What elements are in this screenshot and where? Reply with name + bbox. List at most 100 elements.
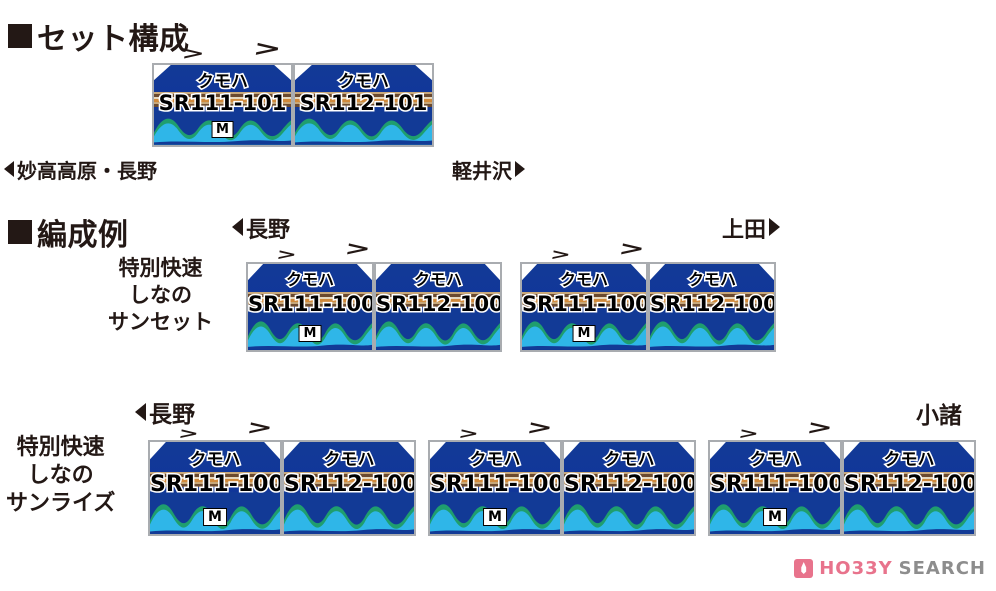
car-type-label: クモハ [686,268,737,290]
set-left-label: 妙高高原・長野 [17,159,157,183]
set-row-right-destination: 軽井沢 [452,155,525,184]
square-bullet-icon [8,24,32,49]
car-type-label: クモハ [748,448,802,471]
train-name-line: しなの [27,463,94,489]
car-stripe-band [522,292,646,307]
formation-left-label: 長野 [246,218,291,243]
car-stripe-band [248,292,372,307]
train-name-line: 特別快速 [118,256,203,280]
motor-badge: M [211,121,234,138]
pantograph-arrow-icon: > [456,424,481,443]
pantograph-arrow-icon: > [176,424,201,443]
car-number-label: SR111-100 [710,470,842,498]
car-type-label: クモハ [602,448,656,471]
car-type-label: クモハ [336,70,390,93]
hobby-search-watermark: HO33Y SEARCH [794,558,986,579]
motor-badge: M [203,508,227,526]
section-title-set-composition: セット構成 [37,22,190,57]
car-type-label: クモハ [412,268,463,290]
car-wave-graphic [295,108,432,145]
car-stripe-band [710,472,840,487]
car-type-label: クモハ [468,448,522,471]
car-type-label: クモハ [882,448,936,471]
flame-logo-icon [794,559,814,578]
train-name-line: サンライズ [6,491,116,517]
triangle-left-icon [232,218,243,237]
pantograph-arrow-icon: > [274,245,299,264]
watermark-suffix: SEARCH [898,558,986,579]
train-name-caption: 特別快速しなのサンライズ [6,434,115,518]
car-number-label: SR111-100 [430,470,562,498]
train-name-caption: 特別快速しなのサンセット [108,255,213,336]
formation-left-label: 長野 [149,402,195,428]
car-wave-graphic [376,310,500,350]
set-right-label: 軽井沢 [452,159,512,183]
section-title-formation-example: 編成例 [37,218,129,253]
car-number-label: SR111-100 [248,290,374,317]
car-wave-graphic [650,310,774,350]
formation-right-destination: 上田 [722,212,781,244]
car-stripe-band [295,92,432,107]
watermark-brand: HO33Y [819,558,893,579]
square-bullet-icon [8,220,32,245]
car-number-label: SR112-100 [564,470,696,498]
pantograph-arrow-icon: > [251,36,284,61]
motor-badge: M [483,508,507,526]
car-stripe-band [650,292,774,307]
car-type-label: クモハ [188,448,242,471]
set-row-left-destination: 妙高高原・長野 [4,155,157,184]
train-name-line: 特別快速 [16,435,105,460]
car-wave-graphic [284,491,414,534]
triangle-left-icon [4,161,14,178]
car-stripe-band [150,472,280,487]
pantograph-arrow-icon: > [616,238,647,261]
pantograph-arrow-icon: > [524,417,555,440]
car-wave-graphic [564,491,694,534]
car-number-label: SR112-100 [284,470,416,498]
formation-left-destination: 長野 [135,395,195,429]
formation-right-label: 小諸 [916,403,962,429]
formation-right-destination: 小諸 [916,396,962,430]
pantograph-arrow-icon: > [180,42,207,64]
pantograph-arrow-icon: > [804,417,835,440]
formation-left-destination: 長野 [232,212,290,244]
car-number-label: SR112-100 [650,290,776,317]
car-number-label: SR112-100 [844,470,976,498]
car-number-label: SR111-100 [150,470,282,498]
triangle-right-icon [515,161,525,178]
train-name-line: サンセット [108,309,213,334]
motor-badge: M [298,325,322,342]
car-stripe-band [376,292,500,307]
pantograph-arrow-icon: > [244,417,275,440]
section-heading-formation-example: 編成例 [8,210,129,254]
triangle-right-icon [769,218,781,237]
car-number-label: SR111-101 [157,89,288,116]
car-wave-graphic [430,491,560,534]
car-stripe-band [844,472,974,487]
pantograph-arrow-icon: > [736,424,761,443]
pantograph-arrow-icon: > [548,245,573,264]
formation-right-label: 上田 [722,218,767,243]
car-type-label: クモハ [558,268,609,290]
car-number-label: SR112-101 [298,89,429,116]
pantograph-arrow-icon: > [342,238,373,261]
train-name-line: しなの [129,282,192,307]
car-type-label: クモハ [284,268,335,290]
car-number-label: SR112-100 [376,290,502,317]
car-stripe-band [284,472,414,487]
car-wave-graphic [844,491,974,534]
